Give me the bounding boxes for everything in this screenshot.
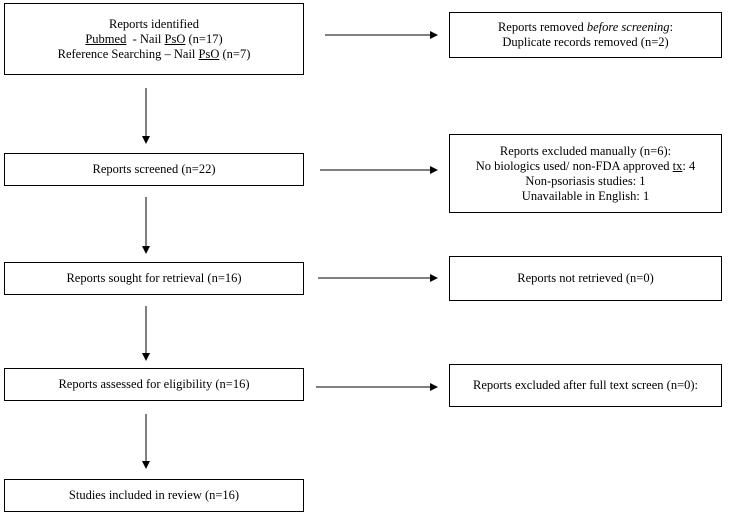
reports-identified-title: Reports identified bbox=[109, 16, 199, 31]
reports-screened-box: Reports screened (n=22) bbox=[4, 153, 304, 186]
pubmed-rest: - Nail bbox=[126, 31, 165, 46]
refsearch-pso: PsO bbox=[198, 46, 220, 61]
reports-assessed-label: Reports assessed for eligibility (n=16) bbox=[58, 377, 250, 391]
reports-not-retrieved-box: Reports not retrieved (n=0) bbox=[449, 256, 722, 301]
pubmed-source-line: Pubmed - Nail PsO (n=17) bbox=[85, 32, 222, 47]
tx-abbrev: tx bbox=[672, 158, 683, 173]
removed-prefix: Reports removed bbox=[497, 20, 587, 34]
reports-identified-box: Reports identified Pubmed - Nail PsO (n=… bbox=[4, 3, 304, 75]
no-biologics-suffix: : 4 bbox=[682, 158, 696, 173]
excluded-manually-title: Reports excluded manually (n=6): bbox=[499, 143, 672, 158]
reference-search-line: Reference Searching – Nail PsO (n=7) bbox=[58, 47, 251, 62]
no-biologics-line: No biologics used/ non-FDA approved tx: … bbox=[476, 159, 695, 174]
reports-removed-box: Reports removed before screening: Duplic… bbox=[449, 12, 722, 58]
reports-screened-label: Reports screened (n=22) bbox=[92, 162, 216, 176]
removed-suffix: : bbox=[669, 20, 674, 34]
refsearch-count: (n=7) bbox=[219, 46, 251, 61]
studies-included-label: Studies included in review (n=16) bbox=[68, 488, 240, 502]
duplicates-removed: Duplicate records removed (n=2) bbox=[502, 35, 669, 49]
reports-sought-label: Reports sought for retrieval (n=16) bbox=[66, 271, 242, 285]
pubmed-pso: PsO bbox=[164, 31, 186, 46]
pubmed-label: Pubmed bbox=[85, 31, 127, 46]
pubmed-count: (n=17) bbox=[185, 31, 223, 46]
no-biologics-prefix: No biologics used/ non-FDA approved bbox=[475, 158, 673, 173]
reports-excluded-manually-box: Reports excluded manually (n=6): No biol… bbox=[449, 134, 722, 213]
reports-sought-box: Reports sought for retrieval (n=16) bbox=[4, 262, 304, 295]
non-psoriasis-line: Non-psoriasis studies: 1 bbox=[525, 173, 646, 188]
refsearch-prefix: Reference Searching – Nail bbox=[57, 46, 199, 61]
removed-italic: before screening bbox=[586, 20, 670, 34]
reports-removed-title: Reports removed before screening: bbox=[498, 20, 673, 35]
reports-excluded-fulltext-label: Reports excluded after full text screen … bbox=[472, 378, 699, 392]
studies-included-box: Studies included in review (n=16) bbox=[4, 479, 304, 512]
unavailable-english-line: Unavailable in English: 1 bbox=[521, 188, 650, 203]
reports-excluded-fulltext-box: Reports excluded after full text screen … bbox=[449, 364, 722, 407]
reports-assessed-box: Reports assessed for eligibility (n=16) bbox=[4, 368, 304, 401]
reports-not-retrieved-label: Reports not retrieved (n=0) bbox=[517, 271, 654, 285]
